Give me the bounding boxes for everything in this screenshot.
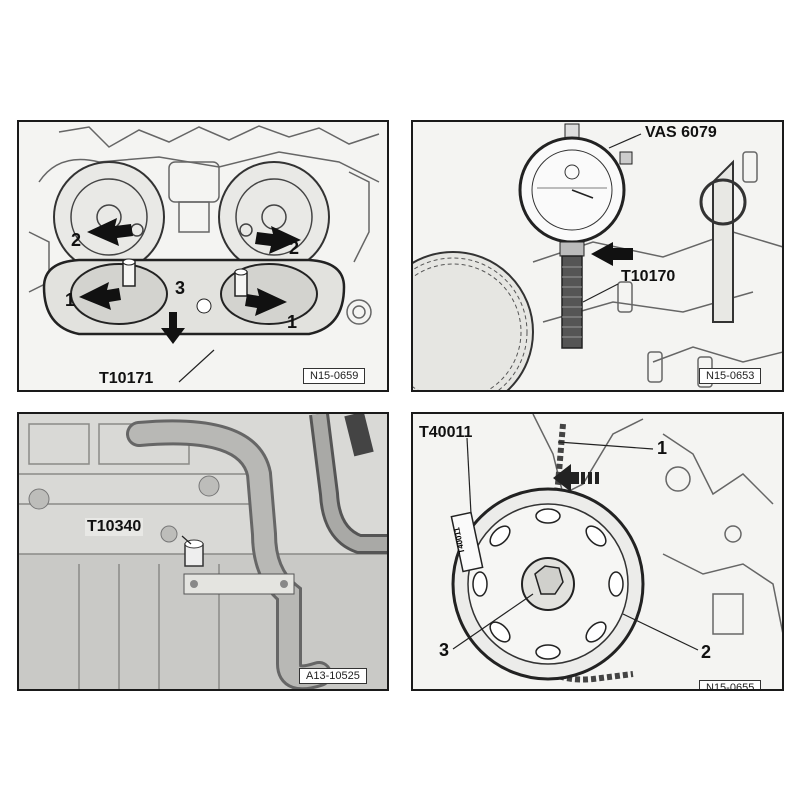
figure-code: N15-0655 xyxy=(699,680,762,689)
diagram-panel-crankshaft-pin: T10340 A13-10525 xyxy=(17,412,389,691)
callout-1-left: 1 xyxy=(65,290,76,310)
crankcase-drawing xyxy=(19,414,387,689)
diagram-panel-dial-gauge: VAS 6079 T10170 N15-0653 xyxy=(411,120,784,392)
tool-label-t10171: T10171 xyxy=(99,370,154,387)
figure-code: A13-10525 xyxy=(299,668,367,684)
diagram-panel-camshaft-lock: 1 1 2 2 3 T10171 N15-0659 xyxy=(17,120,389,392)
callout-2: 2 xyxy=(701,642,712,662)
dial-gauge-engine-drawing xyxy=(413,123,782,390)
tool-label-vas-6079: VAS 6079 xyxy=(645,124,717,141)
callout-3: 3 xyxy=(175,278,186,298)
callout-1: 1 xyxy=(657,438,668,458)
tool-label-t10340: T10340 xyxy=(85,518,144,536)
figure-code: N15-0653 xyxy=(699,368,762,384)
callout-2-left: 2 xyxy=(71,230,82,250)
tool-label-t10170: T10170 xyxy=(621,268,676,285)
camshaft-engine-drawing xyxy=(28,125,380,383)
callout-2-right: 2 xyxy=(289,238,300,258)
figure-code: N15-0659 xyxy=(303,368,366,384)
crankshaft-pulley-drawing xyxy=(450,414,782,683)
tool-label-t40011: T40011 xyxy=(419,424,473,441)
callout-3: 3 xyxy=(439,640,450,660)
callout-1-right: 1 xyxy=(287,312,298,332)
diagram-panel-crankshaft-pulley: T40011 T40011 1 2 3 N15-0655 xyxy=(411,412,784,691)
